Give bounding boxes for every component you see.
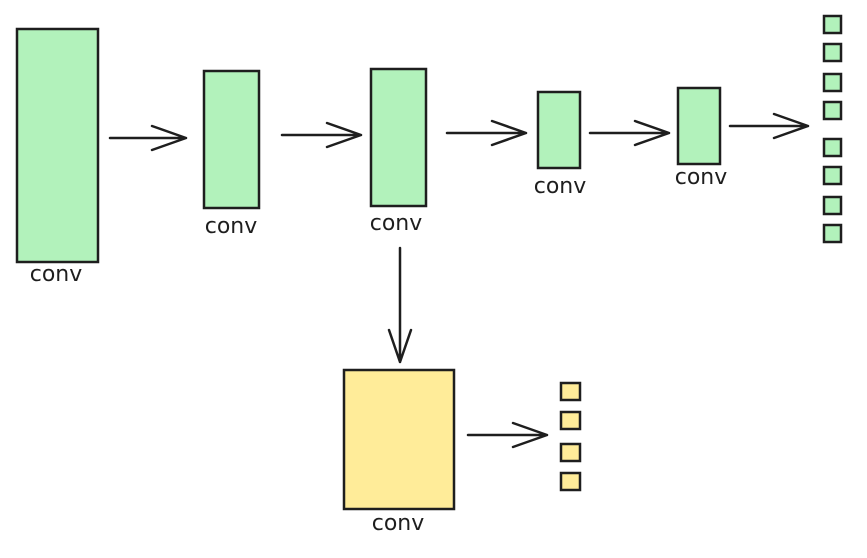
arrow-1 xyxy=(108,124,188,152)
aux-arrow xyxy=(466,421,549,449)
main-conv-block-1 xyxy=(15,27,100,264)
main-output-unit xyxy=(822,165,843,186)
main-output-unit xyxy=(822,137,843,158)
main-output-unit xyxy=(822,42,843,63)
aux-conv-label: conv xyxy=(372,511,425,536)
main-conv-label-1: conv xyxy=(30,262,83,287)
main-output-unit xyxy=(822,72,843,93)
main-conv-block-3 xyxy=(369,67,428,208)
main-output-vector xyxy=(822,14,843,244)
aux-output-vector xyxy=(559,381,582,492)
arrow-3 xyxy=(445,119,528,147)
main-conv-label-5: conv xyxy=(675,165,728,190)
main-conv-block-5 xyxy=(676,86,722,166)
branch-arrow-down xyxy=(387,246,413,364)
aux-conv-block xyxy=(342,368,456,511)
main-output-unit xyxy=(822,223,843,244)
main-conv-block-2 xyxy=(202,69,261,210)
main-conv-label-3: conv xyxy=(370,211,423,236)
arrow-4 xyxy=(588,119,671,147)
arrow-5 xyxy=(728,112,810,140)
aux-output-unit xyxy=(559,471,582,492)
main-output-unit xyxy=(822,195,843,216)
main-conv-label-2: conv xyxy=(205,214,258,239)
main-conv-block-4 xyxy=(536,90,582,170)
aux-output-unit xyxy=(559,442,582,463)
aux-output-unit xyxy=(559,381,582,402)
arrow-2 xyxy=(280,121,363,149)
aux-output-unit xyxy=(559,410,582,431)
main-conv-label-4: conv xyxy=(534,174,587,199)
main-output-unit xyxy=(822,100,843,121)
main-output-unit xyxy=(822,14,843,35)
